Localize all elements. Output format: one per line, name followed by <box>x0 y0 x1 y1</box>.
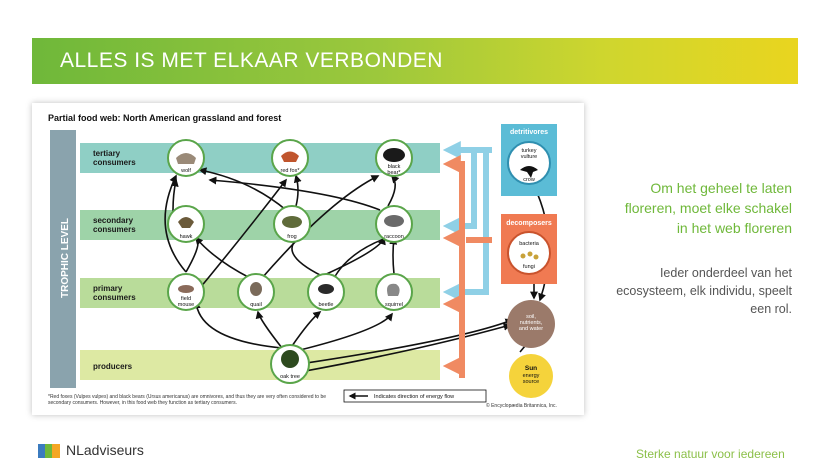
detritivores-title: detritivores <box>510 129 548 136</box>
frog-icon <box>282 216 302 228</box>
legend-box <box>343 389 487 403</box>
decomposer-arrows <box>442 155 492 378</box>
trophic-level-label: TROPHIC LEVEL <box>60 218 71 298</box>
oak-tree-label: oak tree <box>280 374 300 380</box>
mouse-icon <box>178 285 194 293</box>
beetle-icon <box>318 284 334 294</box>
beetle-label: beetle <box>319 302 334 308</box>
hawk-label: hawk <box>180 234 193 240</box>
side-body: Ieder onderdeel van het ecosysteem, elk … <box>562 264 792 318</box>
raccoon-icon <box>384 215 404 227</box>
legend-text: Indicates direction of energy flow <box>374 394 454 400</box>
hawk-icon <box>178 217 194 228</box>
side-body-line: een rol. <box>750 302 792 316</box>
side-heading: Om het geheel te laten floreren, moet el… <box>572 178 792 238</box>
energy-flow-arrows <box>164 167 550 373</box>
soil-circle <box>507 300 555 348</box>
diagram-footnote: *Red foxes (Vulpes vulpes) and black bea… <box>48 394 327 406</box>
side-heading-line: Om het geheel te laten <box>650 180 792 196</box>
fungi-icon <box>520 251 539 260</box>
detritivore-arrows <box>442 141 492 301</box>
slide-title: ALLES IS MET ELKAAR VERBONDEN <box>60 49 443 72</box>
fungi-label: fungi <box>523 264 535 270</box>
producers-label: producers <box>93 362 133 371</box>
quail-label: quail <box>250 302 262 308</box>
wolf-icon <box>176 153 196 164</box>
bear-icon <box>383 148 405 162</box>
crow-label: crow <box>523 177 535 183</box>
nladviseurs-logo-icon <box>38 444 60 458</box>
squirrel-icon <box>387 283 400 296</box>
squirrel-label: squirrel <box>385 302 403 308</box>
decomposers-title: decomposers <box>506 220 552 227</box>
soil-label: soil,nutrients,and water <box>519 314 543 332</box>
detritivores-circle <box>507 141 551 185</box>
frog-label: frog <box>287 234 296 240</box>
fox-icon <box>281 151 299 162</box>
side-heading-line: floreren, moet elke schakel <box>624 200 792 216</box>
diagram-title: Partial food web: North American grassla… <box>48 113 282 123</box>
wolf-label: wolf <box>180 168 191 174</box>
red-fox-label: red fox* <box>281 168 301 174</box>
bacteria-label: bacteria <box>519 241 540 247</box>
quail-icon <box>250 282 262 296</box>
trophic-level-bar <box>50 130 76 388</box>
side-body-line: ecosysteem, elk individu, speelt <box>616 284 792 298</box>
raccoon-label: raccoon <box>384 234 404 240</box>
sun-circle <box>509 354 553 398</box>
footer-logo-text: NLadviseurs <box>66 442 144 458</box>
footer-tagline: Sterke natuur voor iedereen <box>636 447 785 461</box>
side-heading-line: in het web floreren <box>676 220 792 236</box>
producers-band <box>80 350 440 380</box>
crow-icon <box>520 166 538 178</box>
title-banner <box>32 38 798 84</box>
diagram-copyright: © Encyclopædia Britannica, Inc. <box>486 403 557 409</box>
side-body-line: Ieder onderdeel van het <box>659 266 792 280</box>
oak-tree-icon <box>281 350 299 368</box>
